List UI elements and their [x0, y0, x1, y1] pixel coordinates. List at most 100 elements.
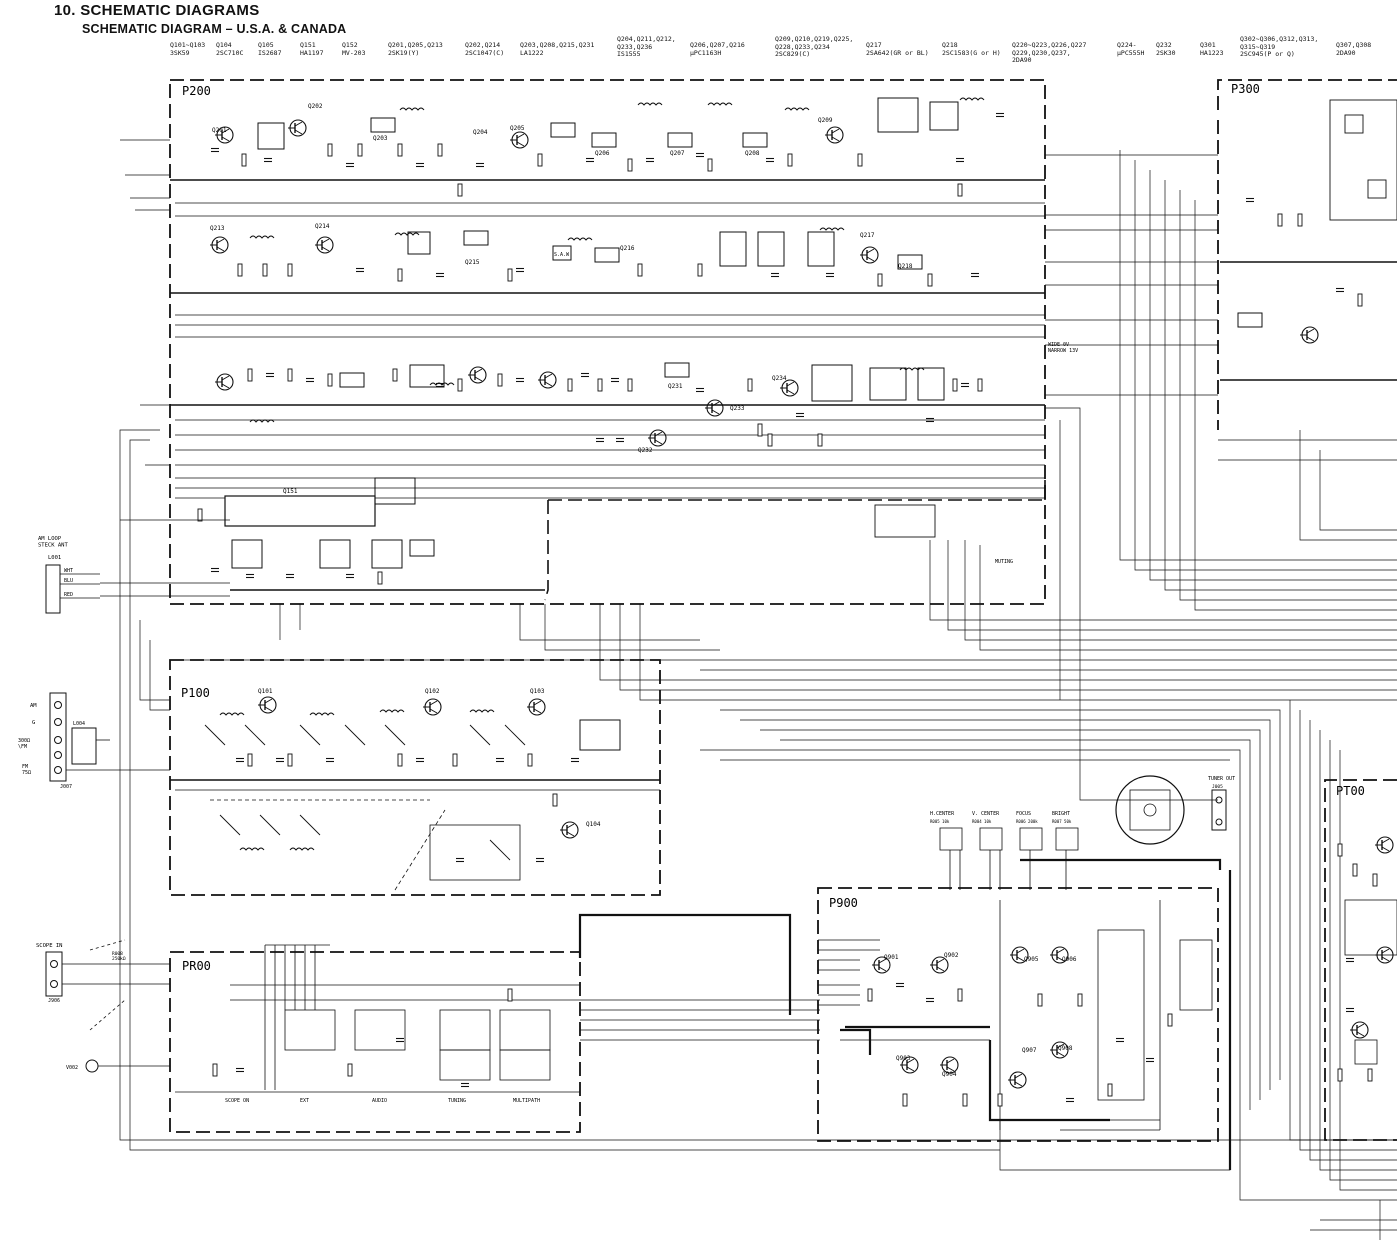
tuning-label: TUNING [448, 1098, 466, 1104]
j005-label: J005 [1212, 784, 1223, 790]
q103-label: Q103 [530, 688, 545, 695]
board-p900: P900 Q901 Q902 Q903 Q904 Q905 Q906 Q907 … [817, 887, 1219, 1142]
part-legend-item: Q206,Q207,Q216 µPC1163H [690, 41, 745, 57]
multipath-label: MULTIPATH [513, 1098, 540, 1104]
q214-label: Q214 [315, 223, 330, 230]
parts-legend: Q101~Q103 3SK59 Q104 2SC710C Q105 IS2687… [0, 35, 1397, 66]
crt-controls: H.CENTER V. CENTER FOCUS BRIGHT R005 10k… [930, 775, 1235, 890]
part-legend-item: Q152 MV-203 [342, 41, 366, 57]
q218-label: Q218 [898, 263, 913, 270]
q217-label: Q217 [860, 232, 875, 239]
part-legend-item: Q307,Q308 2DA90 [1336, 41, 1372, 57]
q906-label: Q906 [1062, 956, 1077, 963]
part-legend-item: Q201,Q205,Q213 2SK19(Y) [388, 41, 443, 57]
board-label-pr00: PR00 [182, 959, 211, 973]
part-legend-item: Q203,Q208,Q215,Q231 LA1222 [520, 41, 595, 57]
tuner-out-label: TUNER OUT [1208, 776, 1235, 782]
scope-on-label: SCOPE ON [225, 1098, 249, 1104]
board-p200: P200 Q201 Q202 Q203 Q204 Q205 [169, 79, 1078, 605]
q104-label: Q104 [586, 821, 601, 828]
q902-label: Q902 [944, 952, 959, 959]
part-legend-item: Q202,Q214 2SC1047(C) [465, 41, 505, 57]
part-legend-item: Q151 HA1197 [300, 41, 324, 57]
q907-label: Q907 [1022, 1047, 1037, 1054]
ext-label: EXT [300, 1098, 309, 1104]
focus-label: FOCUS [1016, 811, 1031, 817]
q205-label: Q205 [510, 125, 525, 132]
board-pr00: PR00 SCOPE ON EXT AUDIO TUNING MULTIPATH [169, 944, 581, 1133]
r005-label: R005 10k [930, 819, 950, 824]
q233-label: Q233 [730, 405, 745, 412]
part-legend-item: Q302~Q306,Q312,Q313, Q315~Q319 2SC945(P … [1240, 35, 1319, 58]
q201-label: Q201 [212, 127, 227, 134]
q202-label: Q202 [308, 103, 323, 110]
board-p300: P300 [1217, 79, 1397, 430]
q215-label: Q215 [465, 259, 480, 266]
q101-label: Q101 [258, 688, 273, 695]
part-legend-item: Q224- µPC555H [1117, 41, 1145, 57]
part-legend-item: Q220~Q223,Q226,Q227 Q229,Q230,Q237, 2DA9… [1012, 41, 1087, 64]
v-center-label: V. CENTER [972, 811, 1000, 817]
part-legend-item: Q104 2SC710C [216, 41, 244, 57]
board-label-p900: P900 [829, 896, 858, 910]
part-legend-item: Q218 2SC1583(G or H) [942, 41, 1001, 57]
q208-label: Q208 [745, 150, 760, 157]
part-legend-item: Q232 2SK30 [1156, 41, 1176, 57]
wire-wht-label: WHT [64, 568, 73, 574]
q209-label: Q209 [818, 117, 833, 124]
audio-label: AUDIO [372, 1098, 387, 1104]
q232-label: Q232 [638, 447, 653, 454]
r006-label: R006 200k [1016, 819, 1038, 824]
l004-label: L004 [73, 721, 85, 727]
board-label-p200: P200 [182, 84, 211, 98]
l001-label: L001 [48, 555, 61, 561]
q213-label: Q213 [210, 225, 225, 232]
diagram-subtitle: SCHEMATIC DIAGRAM – U.S.A. & CANADA [82, 22, 347, 36]
q905-label: Q905 [1024, 956, 1039, 963]
part-legend-item: Q204,Q211,Q212, Q233,Q236 IS1555 [617, 35, 676, 58]
interconnect-bus [100, 139, 1397, 1240]
q203-label: Q203 [373, 135, 388, 142]
part-legend-item: Q105 IS2687 [258, 41, 282, 57]
ant-am-label: AM [30, 703, 37, 709]
saw-filter-label: S.A.W [554, 252, 570, 258]
board-p100: P100 Q101 Q102 Q103 Q104 [169, 659, 661, 896]
q904-label: Q904 [942, 1071, 957, 1078]
q204-label: Q204 [473, 129, 488, 136]
wire-blu-label: BLU [64, 578, 73, 584]
ant-300-label: 300Ω\FM [18, 738, 30, 750]
bright-label: BRIGHT [1052, 811, 1070, 817]
v002-label: V002 [66, 1065, 78, 1071]
q908-label: Q908 [1058, 1045, 1073, 1052]
wiring-harness [578, 858, 1232, 1170]
board-pt00: PT00 [1324, 779, 1397, 1141]
q234-label: Q234 [772, 375, 787, 382]
j007-label: J007 [60, 784, 72, 790]
scope-in-label: SCOPE IN [36, 943, 63, 949]
section-title: 10. SCHEMATIC DIAGRAMS [54, 2, 260, 19]
r007-label: R007 50k [1052, 819, 1072, 824]
board-label-p100: P100 [181, 686, 210, 700]
part-legend-item: Q217 2SA642(GR or BL) [866, 41, 929, 57]
board-label-pt00: PT00 [1336, 784, 1365, 798]
q151-label: Q151 [283, 488, 298, 495]
q216-label: Q216 [620, 245, 635, 252]
muting-label: MUTING [995, 559, 1013, 565]
q206-label: Q206 [595, 150, 610, 157]
part-legend-item: Q301 HA1223 [1200, 41, 1224, 57]
q903-label: Q903 [896, 1055, 911, 1062]
wire-red-label: RED [64, 592, 73, 598]
q102-label: Q102 [425, 688, 440, 695]
board-label-p300: P300 [1231, 82, 1260, 96]
q207-label: Q207 [670, 150, 685, 157]
j906-label: J906 [48, 998, 60, 1004]
q231-label: Q231 [668, 383, 683, 390]
part-legend-item: Q209,Q210,Q219,Q225, Q228,Q233,Q234 2SC8… [775, 35, 854, 58]
